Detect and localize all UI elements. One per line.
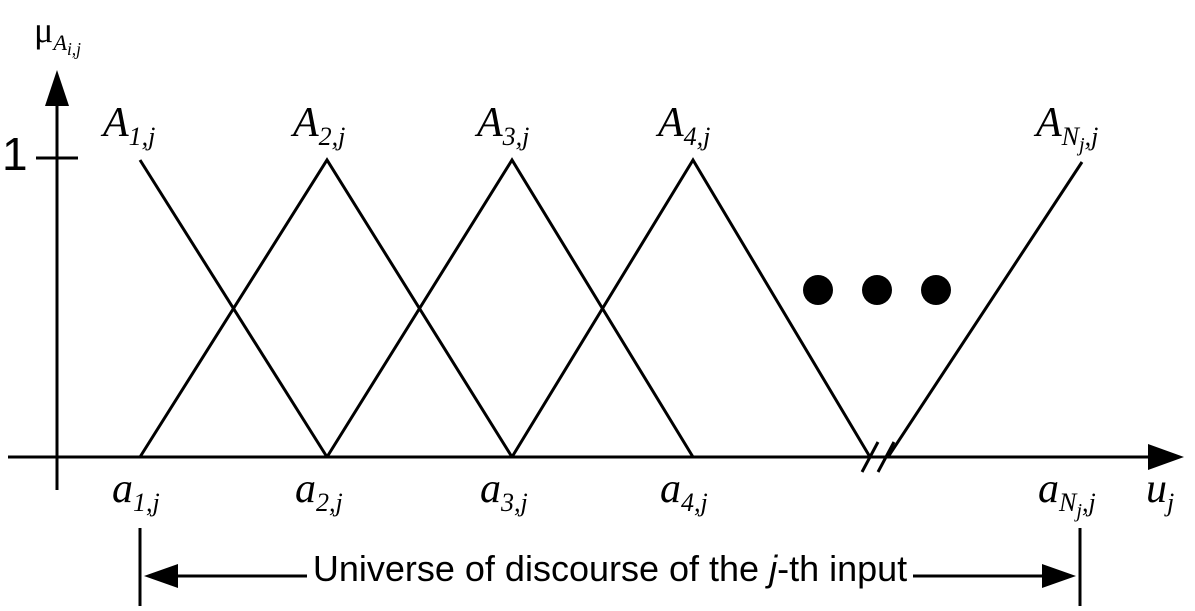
x-tick-label-aN: aNj,j [1038, 466, 1096, 523]
mf-label-A1: A1,j [103, 100, 156, 152]
ellipsis-dot-3 [921, 275, 951, 305]
ellipsis-dot-1 [803, 275, 833, 305]
x-axis-label: uj [1146, 466, 1175, 518]
axis-break-slash-2 [876, 441, 896, 473]
membership-curve-AN [886, 161, 1084, 458]
x-tick-label-a1: a1,j [112, 466, 160, 518]
span-arrowhead-left-icon [144, 564, 178, 588]
x-tick-label-a2: a2,j [295, 466, 343, 518]
universe-caption-j: j [769, 548, 778, 589]
membership-curve-A2 [138, 157, 514, 458]
x-tick-label-a3: a3,j [480, 466, 528, 518]
y-axis-label: μAi,j [34, 12, 81, 58]
y-axis-tick-label-one: 1 [2, 128, 28, 180]
mf-label-A4: A4,j [658, 100, 711, 152]
mf-label-A3: A3,j [477, 100, 530, 152]
span-arrowhead-right-icon [1042, 564, 1076, 588]
mu-symbol: μ [34, 10, 54, 50]
x-tick-label-a4: a4,j [660, 466, 708, 518]
universe-caption-pre: Universe of discourse of the [312, 548, 770, 589]
mf-label-A2: A2,j [293, 100, 346, 152]
universe-caption-post: -th input [777, 548, 908, 589]
y-axis-arrowhead-icon [45, 70, 69, 106]
x-axis-arrowhead-icon [1148, 444, 1184, 470]
mf-label-AN: ANj,j [1036, 100, 1099, 157]
axis-break-slash-1 [860, 441, 880, 473]
membership-curve-A3 [325, 157, 695, 458]
universe-caption: Universe of discourse of the j-th input [150, 548, 1070, 589]
ellipsis-dot-2 [862, 275, 892, 305]
membership-curve-A4 [510, 157, 872, 458]
mu-sub-base: A [53, 29, 67, 55]
mu-sub-sub: i,j [66, 39, 81, 60]
